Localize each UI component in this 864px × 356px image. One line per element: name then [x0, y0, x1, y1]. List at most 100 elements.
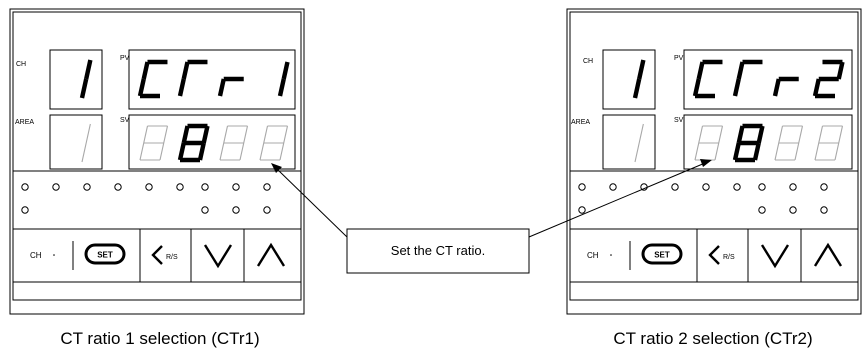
segment	[281, 61, 290, 80]
segment	[637, 59, 646, 80]
area-label: AREA	[571, 119, 590, 126]
callout-box	[346, 228, 530, 274]
pv-label: PV	[120, 55, 130, 62]
callout-text: Set the CT ratio.	[391, 243, 485, 258]
segment	[239, 142, 245, 161]
segment	[752, 142, 761, 161]
pv-display	[128, 49, 296, 110]
segment	[732, 78, 741, 97]
segment	[778, 125, 784, 144]
segment	[181, 61, 190, 80]
keypad: CH SET R/S	[587, 229, 843, 282]
up-key[interactable]	[813, 242, 843, 267]
segment	[692, 78, 701, 97]
segment	[638, 123, 644, 144]
segment	[774, 142, 780, 161]
segment	[736, 125, 745, 144]
rs-key-label: R/S	[723, 254, 735, 261]
sv-digits	[139, 123, 289, 163]
segment	[81, 142, 87, 163]
segment	[243, 125, 249, 144]
segment	[85, 123, 91, 144]
area-digit	[81, 123, 91, 163]
segment	[263, 125, 269, 144]
set-key-label: SET	[97, 251, 113, 260]
sv-label: SV	[120, 117, 130, 124]
indicator-leds	[21, 183, 271, 214]
left-arrow-icon	[151, 245, 163, 265]
segment	[834, 142, 840, 161]
rs-key[interactable]: R/S	[151, 245, 178, 265]
keypad: CH SET R/S	[30, 229, 286, 282]
sv-digits	[694, 123, 844, 163]
down-key[interactable]	[203, 244, 233, 269]
ch-key[interactable]: CH	[587, 251, 612, 260]
down-arrow-icon	[760, 244, 790, 269]
segment	[694, 142, 700, 161]
segment	[259, 142, 265, 161]
segment	[838, 125, 844, 144]
segment	[159, 142, 165, 161]
sv-label: SV	[674, 117, 684, 124]
segment	[181, 125, 190, 144]
pv-digits	[692, 59, 845, 99]
area-display	[602, 114, 656, 170]
area-label: AREA	[15, 119, 34, 126]
segment	[818, 125, 824, 144]
segment	[696, 61, 705, 80]
callout-line-left	[276, 168, 348, 238]
down-key[interactable]	[760, 244, 790, 269]
pv-label: PV	[674, 55, 684, 62]
segment	[279, 142, 285, 161]
set-key-label: SET	[654, 251, 670, 260]
segment	[812, 78, 821, 97]
segment	[177, 78, 186, 97]
segment	[632, 78, 642, 99]
ch-key-label: CH	[587, 251, 599, 260]
set-key[interactable]: SET	[641, 243, 683, 265]
indicator-leds	[578, 183, 828, 214]
down-arrow-icon	[203, 244, 233, 269]
segment	[139, 142, 145, 161]
segment	[836, 61, 845, 80]
ch-display	[49, 49, 103, 110]
callout: Set the CT ratio.	[271, 159, 712, 274]
caption-ctr1: CT ratio 1 selection (CTr1)	[60, 329, 259, 348]
set-key[interactable]: SET	[84, 243, 126, 265]
left-arrow-icon	[708, 245, 720, 265]
segment	[143, 125, 149, 144]
segment	[223, 125, 229, 144]
segment	[277, 78, 286, 97]
area-display	[49, 114, 103, 170]
segment	[177, 142, 186, 161]
controller-panel-ctr1: CH PV AREA SV CH	[9, 8, 305, 315]
segment	[219, 142, 225, 161]
arrowhead-icon	[271, 163, 282, 173]
controller-panel-ctr2: CH PV AREA SV CH	[566, 8, 862, 315]
segment	[201, 125, 210, 144]
segment	[756, 125, 765, 144]
segment	[197, 142, 206, 161]
pv-digits	[137, 59, 290, 99]
ch-key[interactable]: CH	[30, 251, 55, 260]
segment	[718, 125, 724, 144]
ch-label: CH	[16, 61, 26, 68]
ch-key-label: CH	[30, 251, 42, 260]
area-digit	[634, 123, 644, 163]
segment	[714, 142, 720, 161]
segment	[283, 125, 289, 144]
up-key[interactable]	[256, 242, 286, 267]
rs-key[interactable]: R/S	[708, 245, 735, 265]
segment	[84, 59, 93, 80]
segment	[736, 61, 745, 80]
segment	[163, 125, 169, 144]
arrowhead-icon	[700, 159, 712, 167]
segment	[634, 142, 640, 163]
segment	[137, 78, 146, 97]
ch-digit	[632, 59, 646, 99]
ch-digit	[79, 59, 93, 99]
sv-display	[128, 114, 296, 170]
ch-label: CH	[583, 58, 593, 65]
segment	[794, 142, 800, 161]
up-arrow-icon	[256, 242, 286, 267]
